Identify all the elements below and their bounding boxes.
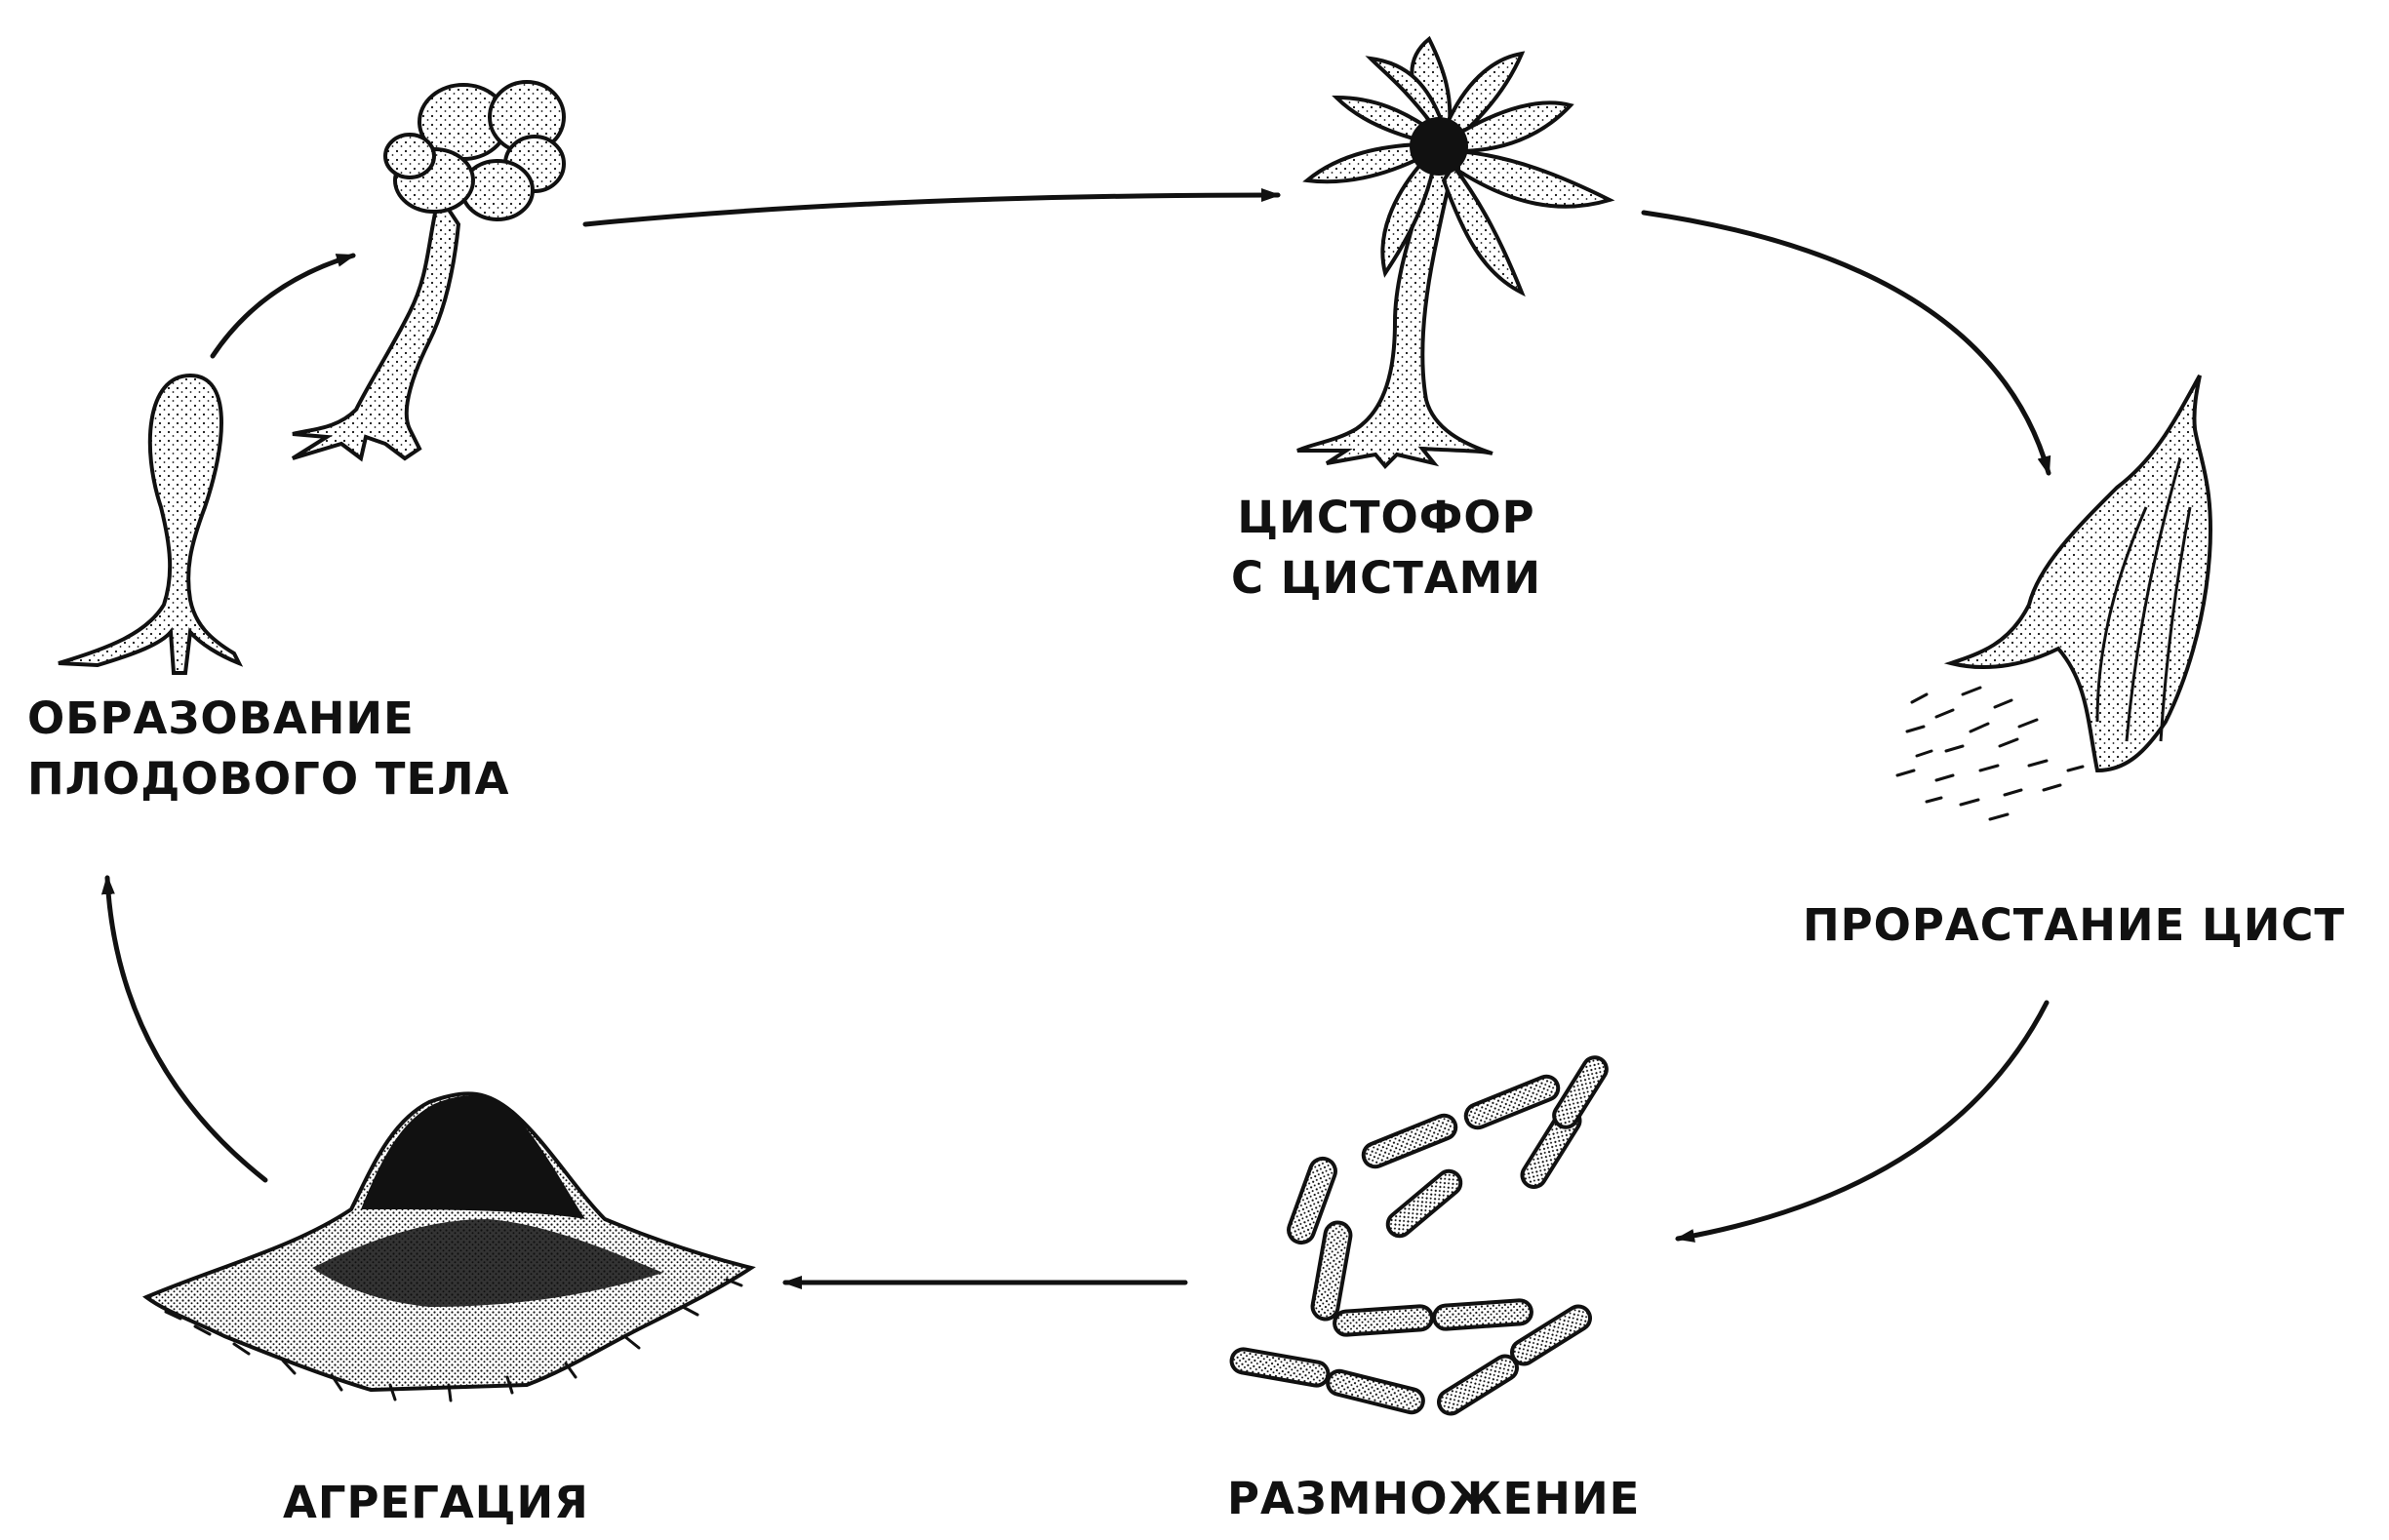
mature-fruiting-body-illustration <box>293 82 564 458</box>
aggregation-label: АГРЕГАЦИЯ <box>283 1473 589 1533</box>
cystophore-illustration <box>1297 39 1610 466</box>
cystophore-label-line2: С ЦИСТАМИ <box>1231 548 1541 609</box>
arrow-aggregation-to-fruiting <box>107 878 265 1180</box>
cyst-germination-label: ПРОРАСТАНИЕ ЦИСТ <box>1803 895 2345 956</box>
cystophore-label-line1: ЦИСТОФОР <box>1231 488 1541 548</box>
arrow-germination-to-reproduction <box>1678 1003 2047 1239</box>
arrow-fruiting-body-to-cystophore <box>585 195 1278 224</box>
reproduction-illustration <box>1230 1053 1612 1418</box>
released-cells <box>1897 688 2083 819</box>
cystophore-label: ЦИСТОФОР С ЦИСТАМИ <box>1231 488 1541 609</box>
cyst-germination-illustration <box>1897 375 2210 819</box>
early-fruiting-body-illustration <box>59 375 239 673</box>
fruiting-body-label-line1: ОБРАЗОВАНИЕ <box>27 689 509 749</box>
fruiting-body-formation-label: ОБРАЗОВАНИЕ ПЛОДОВОГО ТЕЛА <box>27 689 509 809</box>
reproduction-label-text: РАЗМНОЖЕНИЕ <box>1227 1469 1640 1529</box>
reproduction-label: РАЗМНОЖЕНИЕ <box>1227 1469 1640 1529</box>
aggregation-illustration <box>146 1093 751 1401</box>
arrow-cystophore-to-germination <box>1644 213 2049 473</box>
fruiting-body-label-line2: ПЛОДОВОГО ТЕЛА <box>27 749 509 809</box>
aggregation-label-text: АГРЕГАЦИЯ <box>283 1473 589 1533</box>
arrow-stalk-to-fruiting-body <box>213 256 353 356</box>
germination-label-text: ПРОРАСТАНИЕ ЦИСТ <box>1803 895 2345 956</box>
